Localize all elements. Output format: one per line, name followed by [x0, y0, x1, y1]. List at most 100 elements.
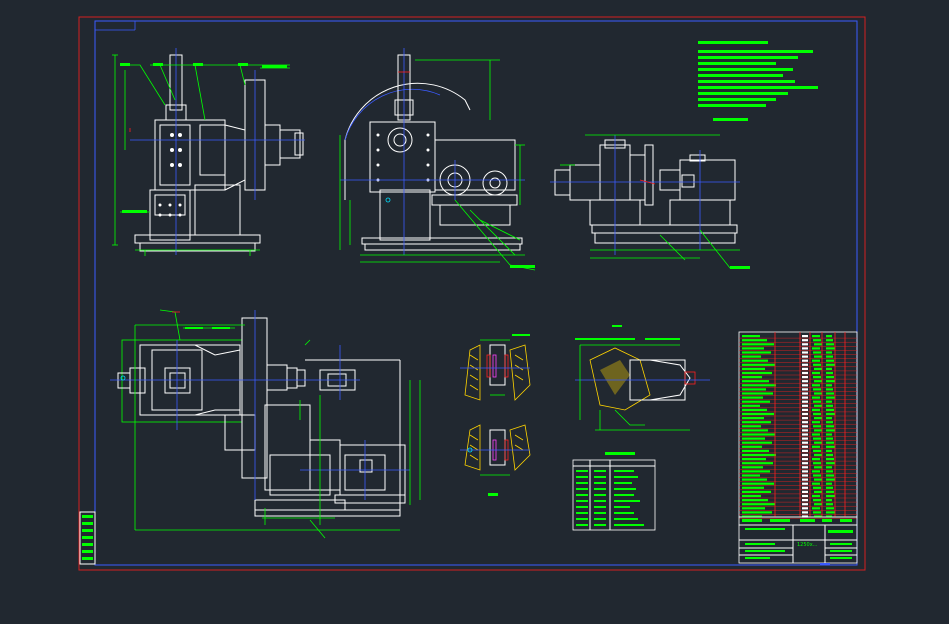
parts-list-cell	[826, 355, 833, 358]
parts-list-cell	[742, 412, 774, 416]
parts-list-cell	[826, 458, 834, 461]
parts-list-cell	[802, 335, 808, 338]
parts-list-cell	[742, 343, 774, 346]
parts-list-cell	[802, 404, 808, 407]
parts-list-cell	[742, 351, 771, 354]
parts-list-cell	[802, 408, 808, 411]
parts-list-cell	[814, 441, 822, 444]
parts-list-cell	[813, 437, 821, 440]
side-elevation-view[interactable]	[112, 48, 305, 256]
section-detail-a[interactable]	[460, 334, 531, 401]
parts-list-cell	[742, 474, 760, 477]
parts-list-cell	[742, 363, 775, 366]
parts-list-cell	[826, 384, 832, 387]
parts-list-cell	[826, 453, 833, 457]
section-detail-c[interactable]	[575, 325, 710, 431]
front-elevation-view[interactable]	[339, 48, 536, 271]
parts-list-cell	[826, 388, 833, 391]
parts-list-cell	[742, 376, 762, 379]
parts-list-cell	[826, 441, 834, 444]
parts-list-cell	[802, 351, 808, 354]
parts-list-cell	[826, 503, 833, 506]
parts-list-cell	[826, 380, 835, 383]
parts-list-cell	[802, 412, 808, 416]
parts-list-cell	[826, 482, 832, 485]
parts-list-cell	[802, 421, 808, 424]
plan-view[interactable]	[110, 309, 421, 539]
parts-list-cell	[826, 417, 832, 420]
parts-list-cell	[814, 355, 822, 358]
technical-requirements-notes	[698, 41, 818, 121]
parts-list-cell	[814, 404, 822, 407]
parts-list-cell	[813, 351, 821, 354]
parts-list-cell	[814, 380, 822, 383]
parts-list-cell	[826, 449, 832, 452]
parts-list-cell	[826, 359, 834, 362]
parts-list-cell	[742, 359, 768, 362]
parts-list-cell	[826, 494, 835, 498]
parts-list-cell	[814, 453, 822, 457]
parts-list-cell	[802, 466, 808, 469]
section-detail-b[interactable]	[460, 424, 531, 496]
parts-list-cell	[812, 384, 820, 387]
parts-list-cell	[742, 462, 773, 465]
parts-list-cell	[802, 339, 808, 342]
parts-list-cell	[742, 466, 763, 469]
parts-list-cell	[826, 412, 835, 416]
parts-list-cell	[742, 437, 765, 440]
parts-list-cell	[812, 494, 820, 498]
parts-list-cell	[812, 335, 820, 338]
parts-list-cell	[742, 494, 761, 498]
parts-list-cell	[802, 478, 808, 481]
parts-list-cell	[826, 371, 833, 375]
title-block[interactable]: 1250x...	[738, 524, 858, 565]
parts-list-cell	[826, 335, 832, 338]
end-elevation-view[interactable]	[550, 134, 750, 269]
parts-list-cell	[813, 412, 821, 416]
parts-list-cell	[742, 404, 760, 407]
parts-list-cell	[826, 499, 832, 502]
parts-list-cell	[742, 486, 764, 489]
parts-list-cell	[802, 380, 808, 383]
parts-list-cell	[742, 503, 775, 506]
parts-list-cell	[802, 363, 808, 366]
parts-list-cell	[742, 417, 764, 420]
parts-list-cell	[814, 392, 822, 395]
parts-list-cell	[802, 384, 808, 387]
parts-list-cell	[742, 367, 765, 370]
parts-list-cell	[742, 392, 773, 395]
parts-list-cell	[802, 392, 808, 395]
parts-list-cell	[826, 437, 833, 440]
parts-list-cell	[826, 478, 835, 481]
parts-list-cell	[742, 458, 766, 461]
parts-list-cell	[812, 359, 820, 362]
parts-list-cell	[742, 396, 763, 399]
parts-list-cell	[742, 515, 762, 518]
parts-list-cell	[802, 367, 808, 370]
parts-list-cell	[826, 339, 833, 342]
parts-list-cell	[802, 470, 808, 473]
parts-list-cell	[802, 449, 808, 452]
parts-list-cell	[814, 503, 822, 506]
parts-list-cell	[812, 482, 820, 485]
parts-list-cell	[742, 388, 766, 391]
parts-list-cell	[813, 486, 821, 489]
parts-list-cell	[742, 470, 770, 473]
parts-list-cell	[813, 474, 821, 477]
parts-list-cell	[802, 400, 808, 403]
parts-list-cell	[802, 482, 808, 485]
parts-list-cell	[742, 347, 764, 350]
parts-list-cell	[812, 408, 820, 411]
parts-list-cell	[826, 425, 834, 428]
inner-frame	[94, 20, 858, 566]
parts-list-cell	[802, 490, 808, 493]
parts-list-cell	[826, 490, 834, 493]
parts-list-cell	[742, 445, 762, 448]
parts-list-cell	[802, 433, 808, 436]
parts-list-cell	[812, 347, 820, 350]
parts-list-cell	[813, 425, 821, 428]
parts-list-cell	[742, 449, 769, 452]
parts-list-cell	[814, 417, 822, 420]
parts-list-cell	[812, 470, 820, 473]
